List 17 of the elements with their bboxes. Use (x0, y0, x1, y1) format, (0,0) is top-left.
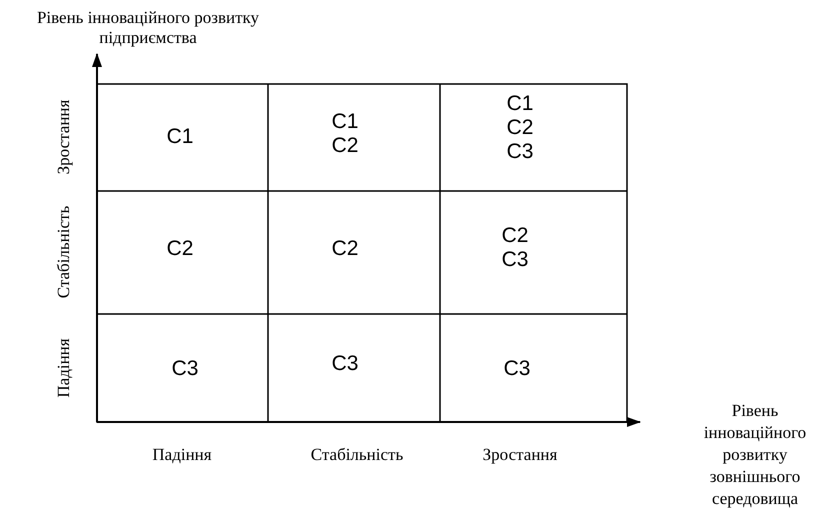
axis-category: Стабільність (310, 445, 404, 465)
axis-title: Рівень інноваційного розвитку зовнішнього середовища (702, 400, 808, 510)
axis-category: Падіння (151, 445, 213, 465)
cell-text: C2 (330, 237, 360, 261)
cell-text: C1 (166, 125, 194, 149)
cell-text: C1 C2 C3 (506, 92, 534, 164)
cell-text: C3 (330, 352, 360, 376)
cell-text: C2 C3 (500, 224, 530, 272)
axis-category: Падіння (54, 337, 74, 400)
cell-text: C3 (170, 357, 200, 381)
cell-text: C2 (166, 237, 194, 261)
axis-title: Рівень інноваційного розвитку підприємства (36, 8, 260, 48)
cell-text: C3 (502, 357, 532, 381)
axis-category: Зростання (54, 98, 74, 176)
cell-text: C1 C2 (330, 110, 360, 158)
axis-category: Зростання (482, 445, 558, 465)
axis-category: Стабільність (54, 204, 74, 300)
